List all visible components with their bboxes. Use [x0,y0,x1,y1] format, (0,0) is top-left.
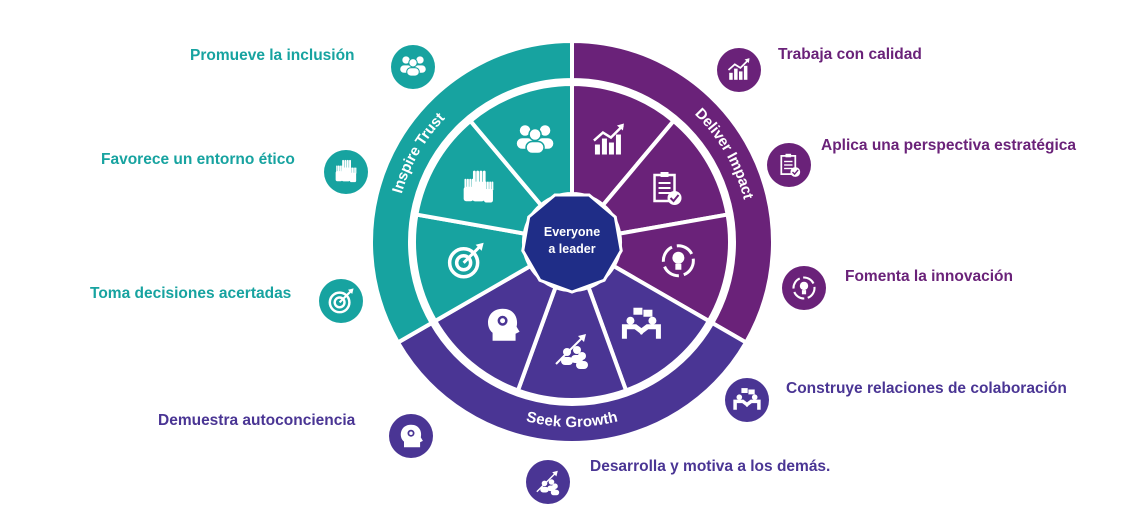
badge-growth-people [526,460,570,504]
ring-label-seek-growth: Seek Growth [525,408,619,431]
chart-icon [727,58,750,80]
target-icon [447,242,484,279]
ring-segment-inspire [369,38,574,346]
behavior-selfawareness: Demuestra autoconciencia [158,412,356,429]
raised-hands-icon [463,170,494,203]
clipboard-icon [653,172,682,205]
svg-text:Seek Growth: Seek Growth [525,408,619,431]
people-icon [399,55,427,77]
chart-icon [593,123,624,155]
behavior-collaboration: Construye relaciones de colaboración [786,380,1067,397]
center-label-line1: Everyone [544,225,600,239]
behavior-inclusion: Promueve la inclusión [190,47,355,64]
clipboard-icon [780,153,801,177]
collaboration-icon [733,388,761,410]
center-nonagon [521,193,623,294]
lightbulb-cycle-icon [792,276,816,300]
badge-chart [717,48,761,92]
growth-people-icon [536,470,560,496]
behavior-innovation: Fomenta la innovación [845,268,1013,285]
center-label-line2: a leader [548,242,595,256]
behavior-strategic: Aplica una perspectiva estratégica [821,137,1077,154]
collaboration-icon [621,307,661,339]
lightbulb-cycle-icon [661,244,695,278]
behavior-quality: Trabaja con calidad [778,46,922,63]
head-idea-icon [488,308,520,341]
raised-hands-icon [335,159,357,183]
target-icon [328,288,354,314]
badge-collaboration [725,378,769,422]
head-idea-icon [400,424,423,448]
behavior-develop-others: Desarrolla y motiva a los demás. [590,458,831,475]
behavior-ethical: Favorece un entorno ético [101,151,295,168]
behavior-decisions: Toma decisiones acertadas [90,285,292,302]
people-icon [515,123,555,155]
growth-people-icon [555,334,588,369]
